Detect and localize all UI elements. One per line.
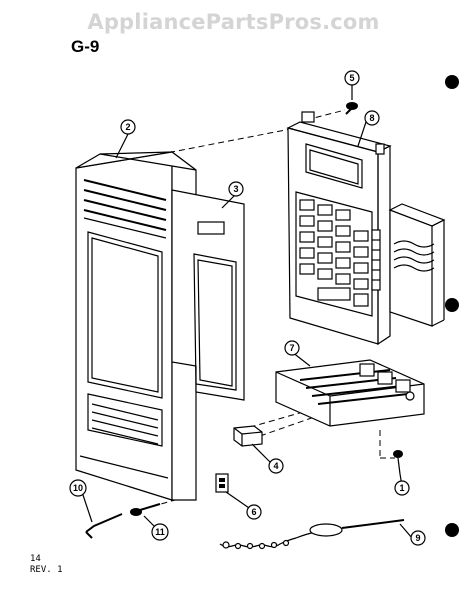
- callout-11: 11: [151, 523, 169, 541]
- door-frame: [75, 150, 197, 501]
- cord-part-9: [219, 519, 405, 550]
- block-part-4: [233, 425, 263, 447]
- callout-3: 3: [228, 181, 244, 197]
- callouts: 2 3 5 8 7 4 1: [69, 70, 426, 546]
- screw-part-5: [345, 84, 358, 115]
- binder-hole-bottom: [445, 523, 459, 537]
- svg-text:9: 9: [415, 533, 420, 543]
- control-panel: [286, 111, 446, 346]
- svg-text:1: 1: [399, 483, 404, 493]
- watermark: AppliancePartsPros.com: [87, 10, 380, 34]
- svg-text:7: 7: [289, 343, 294, 353]
- figure-title: G-9: [71, 37, 100, 56]
- door-panel: [171, 189, 245, 401]
- svg-text:4: 4: [273, 461, 278, 471]
- svg-text:3: 3: [233, 184, 238, 194]
- svg-text:5: 5: [349, 73, 354, 83]
- callout-5: 5: [344, 70, 360, 86]
- callout-4: 4: [268, 458, 284, 474]
- switch-bracket: [275, 359, 425, 427]
- page-number: 14: [30, 554, 41, 564]
- callout-10: 10: [69, 479, 87, 497]
- binder-hole-middle: [445, 298, 459, 312]
- screw-part-11: [130, 503, 161, 516]
- callout-7: 7: [284, 340, 300, 356]
- revision-label: REV. 1: [30, 565, 63, 575]
- svg-text:10: 10: [73, 483, 83, 493]
- callout-2: 2: [120, 119, 136, 135]
- binder-hole-top: [445, 75, 459, 89]
- screw-part-1: [393, 450, 403, 475]
- callout-9: 9: [410, 530, 426, 546]
- clip-part-6: [215, 473, 229, 493]
- callout-1: 1: [394, 480, 410, 496]
- svg-text:2: 2: [125, 122, 130, 132]
- svg-text:6: 6: [251, 507, 256, 517]
- keypad: [295, 191, 373, 317]
- svg-text:11: 11: [155, 527, 165, 537]
- svg-text:8: 8: [369, 113, 374, 123]
- callout-8: 8: [364, 110, 380, 126]
- hex-key-part-10: [85, 513, 123, 539]
- callout-6: 6: [246, 504, 262, 520]
